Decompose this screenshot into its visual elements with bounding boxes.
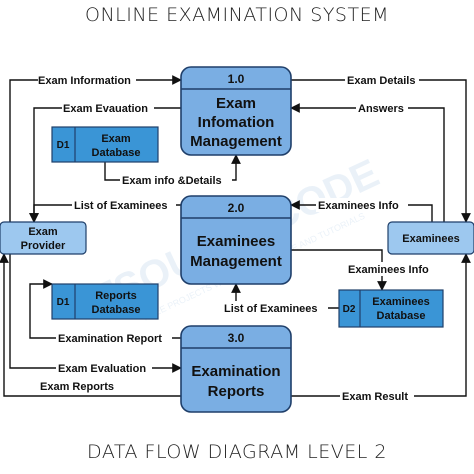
data-store-exam-database: D1 Exam Database: [51, 126, 159, 163]
data-store-2-name-line-2: Database: [92, 304, 141, 316]
flow-label-exam-info-details: Exam info &Details: [122, 175, 222, 187]
flow-line-examinees-info-2: [291, 249, 387, 291]
entity-1-name-line-1: Exam: [28, 226, 58, 238]
data-store-2-code: D1: [57, 297, 70, 308]
data-store-reports-database: D1 Reports Database: [51, 283, 159, 320]
process-3-name-line-2: Reports: [208, 383, 265, 400]
process-1-id: 1.0: [228, 72, 245, 86]
flow-label-answers: Answers: [358, 103, 404, 115]
diagram-title: ONLINE EXAMINATION SYSTEM: [84, 4, 389, 26]
flow-label-exam-evaluation: Exam Evaluation: [58, 363, 146, 375]
process-1-name-line-3: Management: [190, 133, 282, 150]
data-store-2-name-line-1: Reports: [95, 290, 137, 302]
flow-label-exam-information: Exam Information: [38, 75, 131, 87]
flow-label-exam-result: Exam Result: [342, 391, 408, 403]
data-store-examinees-database: D2 Examinees Database: [338, 289, 444, 328]
process-3-id: 3.0: [228, 331, 245, 345]
entity-exam-provider: Exam Provider: [0, 221, 87, 255]
process-2-id: 2.0: [228, 201, 245, 215]
process-2: 2.0 Examinees Management: [180, 195, 292, 285]
data-store-3-name-line-1: Examinees: [372, 296, 429, 308]
diagram-subtitle: DATA FLOW DIAGRAM LEVEL 2: [87, 441, 387, 463]
flow-line-answers: [290, 103, 445, 222]
flow-label-examination-report: Examination Report: [58, 333, 162, 345]
flow-label-examinees-info-1: Examinees Info: [318, 200, 399, 212]
flow-label-list-of-examinees-1: List of Examinees: [74, 200, 168, 212]
process-3-name-line-1: Examination: [191, 363, 280, 380]
data-store-1-name-line-2: Database: [92, 147, 141, 159]
flow-label-examinees-info-2: Examinees Info: [348, 264, 429, 276]
flow-label-exam-details: Exam Details: [347, 75, 415, 87]
entity-examinees: Examinees: [387, 221, 474, 255]
flow-label-exam-reports: Exam Reports: [40, 381, 114, 393]
data-store-1-code: D1: [57, 140, 70, 151]
process-1: 1.0 Exam Infomation Management: [180, 66, 292, 156]
data-store-3-code: D2: [343, 304, 356, 315]
entity-1-name-line-2: Provider: [21, 240, 66, 252]
process-2-name-line-2: Management: [190, 253, 282, 270]
flow-label-exam-evauation: Exam Evauation: [63, 103, 148, 115]
entity-2-name-line-1: Examinees: [402, 233, 459, 245]
data-store-1-name-line-1: Exam: [101, 133, 131, 145]
process-3: 3.0 Examination Reports: [180, 325, 292, 413]
data-store-3-name-line-2: Database: [377, 310, 426, 322]
process-1-name-line-1: Exam: [216, 95, 256, 112]
flow-line-exam-reports: [0, 253, 181, 397]
process-2-name-line-1: Examinees: [197, 233, 275, 250]
process-1-name-line-2: Infomation: [198, 114, 275, 131]
flow-label-list-of-examinees-2: List of Examinees: [224, 303, 318, 315]
